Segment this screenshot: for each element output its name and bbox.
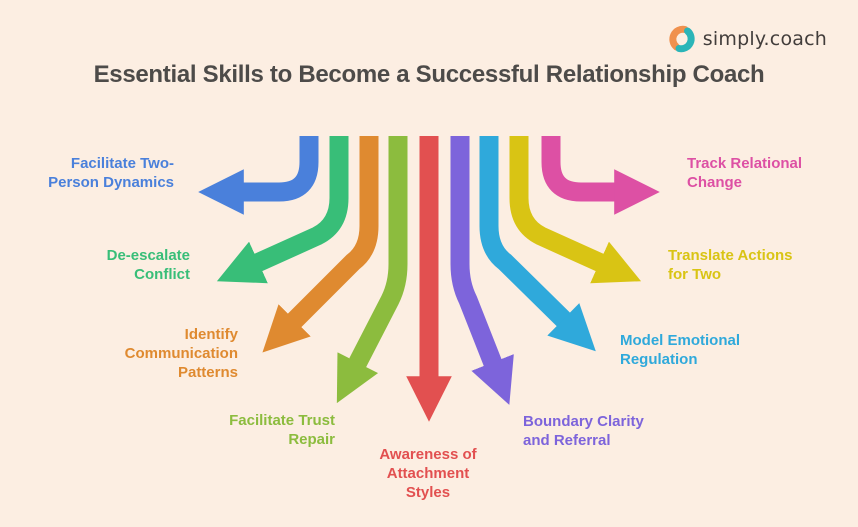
skill-label-track-relational-change: Track Relational Change [687, 155, 803, 191]
arrow-boundary-clarity-and-referral [450, 136, 514, 405]
logo-arc-teal [675, 27, 695, 53]
arrow-translate-actions-for-two [509, 136, 642, 284]
skill-label-facilitate-two-person-dynamics: Facilitate Two- Person Dynamics [48, 155, 174, 191]
arrow-facilitate-two-person-dynamics [198, 136, 319, 215]
skill-label-model-emotional-regulation: Model Emotional Regulation [620, 332, 740, 368]
skill-label-facilitate-trust-repair: Facilitate Trust Repair [229, 412, 335, 448]
arrow-model-emotional-regulation [479, 136, 596, 352]
page-title: Essential Skills to Become a Successful … [93, 61, 765, 88]
arrow-track-relational-change [541, 136, 660, 215]
arrow-facilitate-trust-repair [336, 136, 408, 404]
arrow-identify-communication-patterns [262, 136, 379, 353]
skill-label-identify-communication-patterns: Identify Communication Patterns [124, 326, 238, 381]
skill-label-awareness-of-attachment-styles: Awareness of Attachment Styles [379, 446, 477, 501]
logo-arc-orange [669, 25, 689, 51]
simply-coach-logo: simply.coach [668, 25, 827, 53]
arrow-de-escalate-conflict [216, 136, 349, 284]
skill-label-translate-actions-for-two: Translate Actions for Two [668, 247, 793, 283]
skill-label-boundary-clarity-and-referral: Boundary Clarity and Referral [523, 413, 644, 449]
simply-coach-logo-icon [669, 25, 695, 53]
skill-label-de-escalate-conflict: De-escalate Conflict [106, 247, 190, 283]
logo-text: simply.coach [702, 28, 827, 50]
